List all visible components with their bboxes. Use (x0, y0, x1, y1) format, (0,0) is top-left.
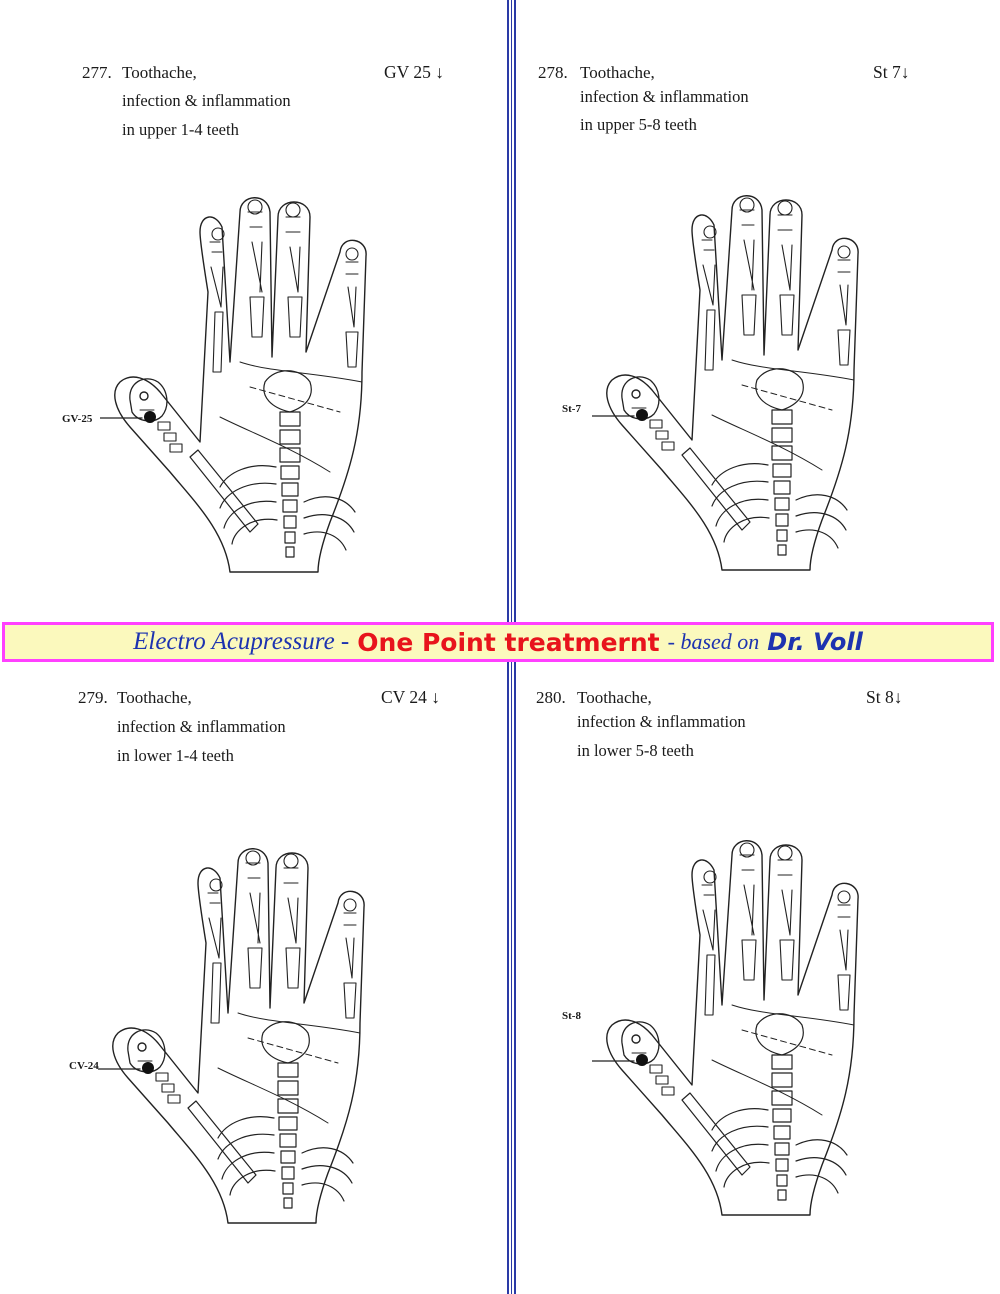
hand-skeleton-diagram (98, 823, 438, 1243)
entry-line-2: infection & inflammation (580, 87, 749, 106)
hand-skeleton-diagram (100, 172, 440, 592)
point-code: St 8↓ (866, 687, 903, 707)
hand-skeleton-diagram (592, 170, 932, 590)
entry-line-2: infection & inflammation (577, 712, 746, 731)
panel-280: 280. Toothache, infection & inflammation… (500, 665, 1000, 1285)
entry-line-3: in lower 1-4 teeth (117, 746, 234, 765)
entry-title: Toothache, (580, 63, 655, 82)
title-banner: Electro Acupressure - One Point treatmer… (2, 622, 994, 662)
entry-line-2: infection & inflammation (117, 717, 286, 736)
point-label: CV-24 (69, 1060, 99, 1072)
entry-line-3: in lower 5-8 teeth (577, 741, 694, 760)
entry-number: 279. (78, 688, 108, 707)
point-label: St-8 (562, 1010, 581, 1022)
point-code: CV 24 ↓ (381, 687, 440, 707)
entry-line-3: in upper 1-4 teeth (122, 120, 239, 139)
point-label: GV-25 (62, 413, 93, 425)
entry-title: Toothache, (117, 688, 192, 707)
entry-number: 280. (536, 688, 566, 707)
entry-title: Toothache, (577, 688, 652, 707)
panel-277: 277. Toothache, infection & inflammation… (0, 0, 500, 620)
entry-line-3: in upper 5-8 teeth (580, 115, 697, 134)
entry-line-2: infection & inflammation (122, 91, 291, 110)
banner-tail: - based on (667, 629, 760, 654)
entry-title: Toothache, (122, 63, 197, 82)
entry-number: 278. (538, 63, 568, 82)
panel-279: 279. Toothache, infection & inflammation… (0, 665, 500, 1285)
entry-number: 277. (82, 63, 112, 82)
banner-brand: Dr. Voll (767, 628, 863, 656)
hand-skeleton-diagram (592, 815, 932, 1235)
banner-lead: Electro Acupressure - (133, 628, 350, 655)
point-code: St 7↓ (873, 62, 910, 82)
panel-278: 278. Toothache, infection & inflammation… (500, 0, 1000, 620)
banner-main: One Point treatmernt (357, 627, 660, 657)
point-code: GV 25 ↓ (384, 62, 444, 82)
point-label: St-7 (562, 403, 581, 415)
